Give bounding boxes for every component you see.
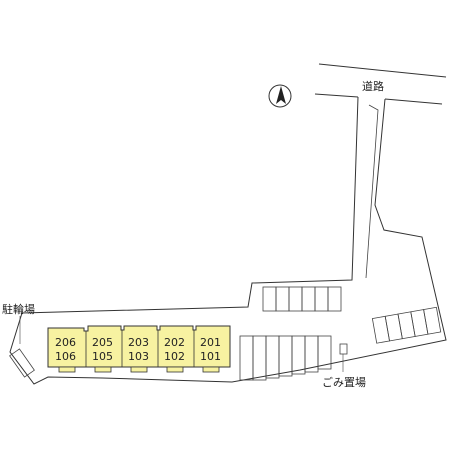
garbage-area — [339, 343, 348, 355]
parking-space — [384, 313, 403, 342]
north-arrow-icon — [268, 84, 292, 108]
road-label: 道路 — [362, 79, 384, 93]
garbage-label: ごみ置場 — [322, 375, 366, 389]
parking-space — [301, 286, 316, 312]
unit-number: 102 — [164, 350, 185, 363]
parking-space — [262, 286, 277, 312]
parking-space — [265, 335, 280, 379]
unit-number: 205 — [92, 336, 113, 349]
parking-space — [252, 335, 267, 381]
parking-row-top — [262, 286, 342, 312]
parking-row-bottom — [239, 335, 332, 381]
parking-space — [314, 286, 329, 312]
parking-space — [278, 335, 293, 377]
bicycle-parking-label: 駐輪場 — [2, 302, 35, 316]
bicycle-parking-area — [9, 348, 35, 378]
site-boundary — [9, 96, 447, 385]
unit-number: 103 — [128, 350, 149, 363]
parking-space — [371, 315, 390, 344]
unit-number: 203 — [128, 336, 149, 349]
parking-space — [327, 286, 342, 312]
parking-space — [291, 335, 306, 375]
parking-row-right — [371, 306, 442, 344]
parking-space — [275, 286, 290, 312]
parking-space — [288, 286, 303, 312]
parking-space — [317, 335, 332, 370]
building-outline — [47, 325, 231, 368]
road — [314, 63, 447, 105]
unit-number: 202 — [164, 336, 185, 349]
unit-number: 105 — [92, 350, 113, 363]
unit-number: 201 — [200, 336, 221, 349]
parking-space — [397, 311, 416, 340]
unit-number: 106 — [55, 350, 76, 363]
parking-space — [423, 306, 442, 335]
unit-number: 206 — [55, 336, 76, 349]
unit-number: 101 — [200, 350, 221, 363]
parking-space — [410, 309, 429, 337]
driveway — [365, 104, 379, 279]
parking-space — [239, 335, 254, 381]
building: 206 106 205 105 203 103 202 102 201 101 — [47, 325, 231, 373]
